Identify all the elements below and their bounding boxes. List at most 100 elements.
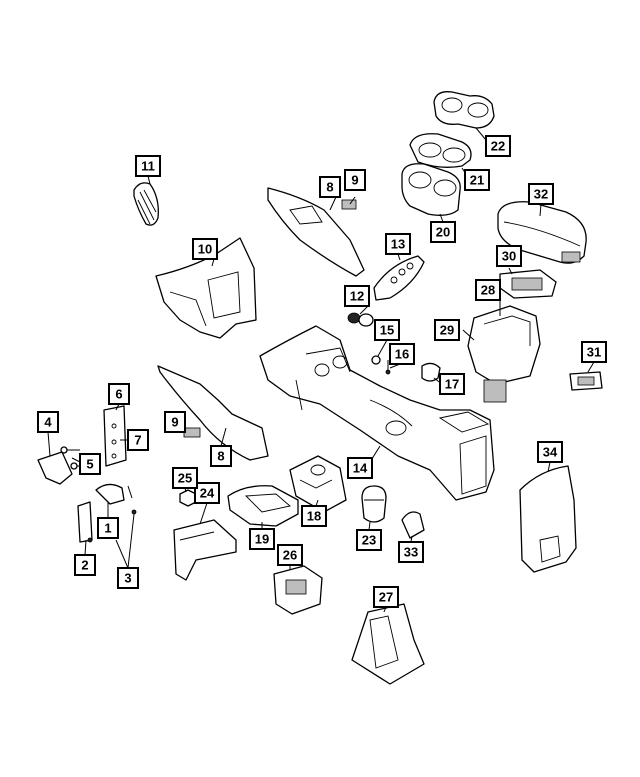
callout-30: 30: [496, 245, 522, 267]
callout-27: 27: [373, 586, 399, 608]
callout-15: 15: [374, 319, 400, 341]
part-cover: [401, 511, 425, 539]
callout-7: 7: [127, 429, 149, 451]
part-knob: [421, 362, 441, 382]
callout-33: 33: [398, 541, 424, 563]
part-storage-bin: [467, 305, 541, 403]
part-lid-hinge: [499, 269, 557, 299]
svg-text:23: 23: [362, 533, 376, 548]
svg-text:4: 4: [44, 415, 52, 430]
callout-10: 10: [192, 238, 218, 260]
svg-text:13: 13: [391, 237, 405, 252]
callout-13: 13: [385, 233, 411, 255]
svg-text:25: 25: [178, 471, 192, 486]
svg-text:6: 6: [115, 387, 122, 402]
svg-text:11: 11: [141, 159, 155, 174]
part-shift-boot: [289, 455, 347, 513]
callout-8-upper: 8: [319, 176, 341, 198]
callout-17: 17: [439, 373, 465, 395]
svg-text:9: 9: [351, 173, 358, 188]
svg-text:29: 29: [440, 323, 454, 338]
svg-text:28: 28: [481, 283, 495, 298]
part-side-panel-upper: [267, 187, 365, 277]
part-bracket-lower: [77, 483, 137, 543]
svg-text:3: 3: [124, 571, 131, 586]
svg-text:20: 20: [436, 225, 450, 240]
part-bracket-side: [103, 405, 127, 467]
callout-32: 32: [528, 183, 554, 205]
callout-3: 3: [117, 567, 139, 589]
part-switch: [569, 371, 603, 391]
svg-text:34: 34: [543, 445, 558, 460]
callout-4: 4: [37, 411, 59, 433]
svg-text:5: 5: [86, 457, 93, 472]
part-nut: [179, 489, 197, 507]
part-cup-holder-insert: [433, 91, 495, 129]
svg-text:27: 27: [379, 590, 393, 605]
part-switch-panel: [373, 255, 425, 301]
part-support-bracket: [173, 519, 237, 581]
callout-29: 29: [434, 319, 460, 341]
svg-text:8: 8: [326, 180, 333, 195]
part-shift-knob: [361, 485, 387, 523]
part-bezel-vent: [133, 182, 159, 226]
svg-text:15: 15: [380, 323, 394, 338]
part-side-panel-lower: [157, 365, 269, 461]
part-shifter-bezel: [227, 485, 299, 527]
callout-2: 2: [74, 554, 96, 576]
callout-1: 1: [97, 517, 119, 539]
callout-28: 28: [475, 279, 501, 301]
part-bracket-left: [37, 451, 73, 485]
part-console-side-trim: [519, 465, 577, 573]
svg-text:21: 21: [470, 173, 484, 188]
callout-22: 22: [485, 135, 511, 157]
svg-text:24: 24: [200, 486, 215, 501]
svg-text:7: 7: [134, 433, 141, 448]
svg-text:33: 33: [404, 545, 418, 560]
part-shifter-assembly: [273, 565, 323, 615]
callout-9-upper: 9: [344, 169, 366, 191]
svg-text:19: 19: [255, 532, 269, 547]
svg-text:12: 12: [350, 289, 364, 304]
callout-12: 12: [344, 285, 370, 307]
callout-25: 25: [172, 467, 198, 489]
callout-16: 16: [389, 343, 415, 365]
svg-text:8: 8: [217, 449, 224, 464]
svg-text:32: 32: [534, 187, 548, 202]
callout-20: 20: [430, 221, 456, 243]
svg-text:31: 31: [587, 345, 601, 360]
svg-text:26: 26: [283, 548, 297, 563]
callout-18: 18: [301, 505, 327, 527]
callout-8-lower: 8: [210, 445, 232, 467]
part-mounting-stand: [351, 603, 425, 685]
callout-21: 21: [464, 169, 490, 191]
part-screw: [371, 355, 381, 365]
callout-19: 19: [249, 528, 275, 550]
part-cup-holder-bezel: [409, 133, 472, 168]
svg-text:17: 17: [445, 377, 459, 392]
part-center-console: [259, 325, 495, 501]
part-pin: [385, 360, 391, 375]
svg-text:14: 14: [353, 461, 368, 476]
svg-text:1: 1: [104, 521, 111, 536]
callout-26: 26: [277, 544, 303, 566]
callout-31: 31: [581, 341, 607, 363]
callout-14: 14: [347, 457, 373, 479]
svg-text:18: 18: [307, 509, 321, 524]
callout-24: 24: [194, 482, 220, 504]
svg-text:30: 30: [502, 249, 516, 264]
callout-11: 11: [135, 155, 161, 177]
callout-23: 23: [356, 529, 382, 551]
part-power-outlet: [347, 312, 374, 327]
svg-text:2: 2: [81, 558, 88, 573]
part-cup-holder: [401, 163, 461, 216]
svg-text:22: 22: [491, 139, 505, 154]
part-clip-upper: [341, 199, 357, 210]
svg-text:10: 10: [198, 242, 212, 257]
callout-5: 5: [79, 453, 101, 475]
callout-6: 6: [108, 383, 130, 405]
part-clip-lower: [183, 427, 201, 438]
svg-text:9: 9: [171, 415, 178, 430]
svg-text:16: 16: [395, 347, 409, 362]
